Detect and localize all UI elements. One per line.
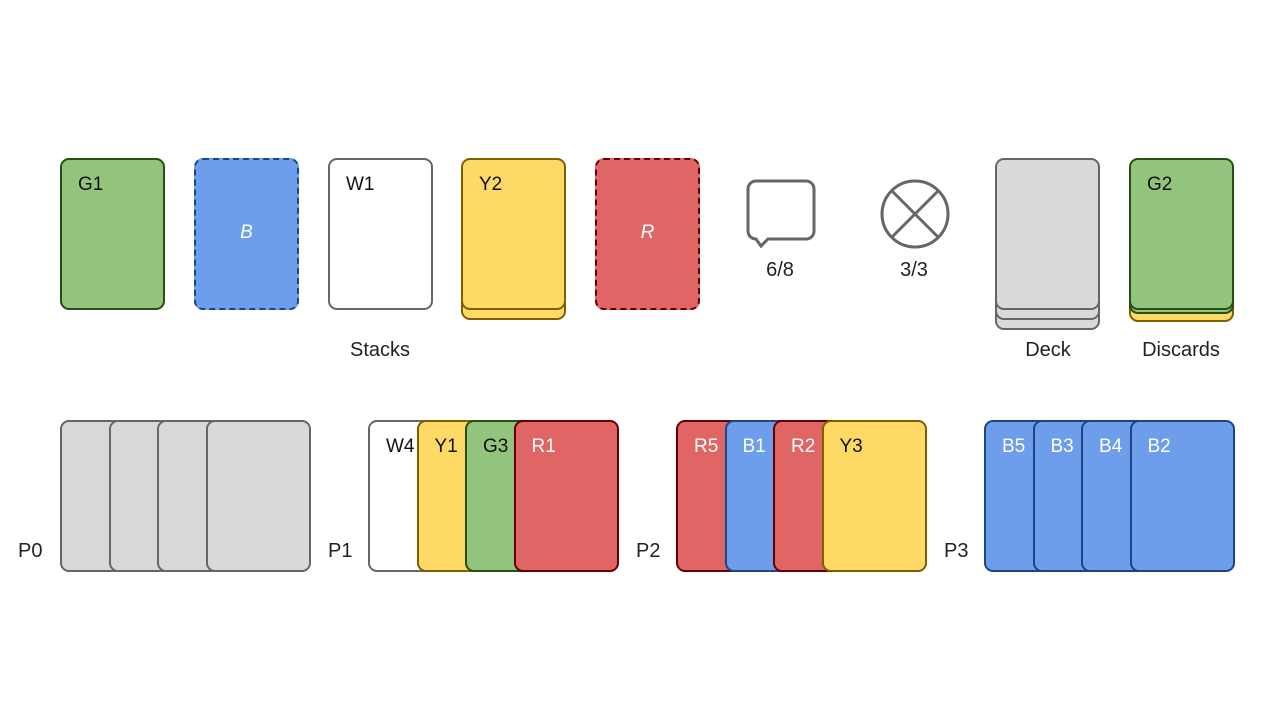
stack-w: W1 <box>328 158 433 310</box>
card-label: R1 <box>531 436 556 457</box>
speech-bubble-icon <box>746 179 818 254</box>
card-label: W1 <box>346 174 375 195</box>
player-label: P0 <box>18 540 43 562</box>
stack-b: B <box>194 158 299 310</box>
player-2-card[interactable]: Y3 <box>821 420 927 572</box>
card-label: B <box>240 222 253 243</box>
stack-g: G1 <box>60 158 165 310</box>
player-3-card[interactable]: B2 <box>1129 420 1235 572</box>
deck-caption: Deck <box>1025 339 1071 361</box>
card-label: Y1 <box>434 436 458 457</box>
card-label: B3 <box>1050 436 1074 457</box>
card-label: B1 <box>742 436 766 457</box>
card-label: R5 <box>694 436 719 457</box>
player-label: P2 <box>636 540 661 562</box>
circle-x-icon <box>879 178 951 255</box>
card-label: R2 <box>791 436 816 457</box>
card-label: W4 <box>386 436 415 457</box>
card-label: Y3 <box>839 436 863 457</box>
player-label: P3 <box>944 540 969 562</box>
card-label: G2 <box>1147 174 1173 195</box>
player-1-card[interactable]: R1 <box>513 420 619 572</box>
discards-caption: Discards <box>1142 339 1220 361</box>
card-label: Y2 <box>479 174 503 195</box>
hint-tokens-count: 6/8 <box>766 259 794 281</box>
deck-top-card[interactable] <box>995 158 1100 310</box>
stacks-caption: Stacks <box>349 339 411 361</box>
card-label: G1 <box>78 174 104 195</box>
discard-top-card: G2 <box>1129 158 1234 310</box>
stack-r: R <box>595 158 700 310</box>
card-label: B4 <box>1099 436 1123 457</box>
player-label: P1 <box>328 540 353 562</box>
card-label: B5 <box>1002 436 1026 457</box>
card-label: G3 <box>483 436 509 457</box>
stack-y: Y2 <box>461 158 566 310</box>
player-0-card[interactable] <box>205 420 311 572</box>
lives-count: 3/3 <box>900 259 928 281</box>
card-label: B2 <box>1147 436 1171 457</box>
card-label: R <box>640 222 655 243</box>
